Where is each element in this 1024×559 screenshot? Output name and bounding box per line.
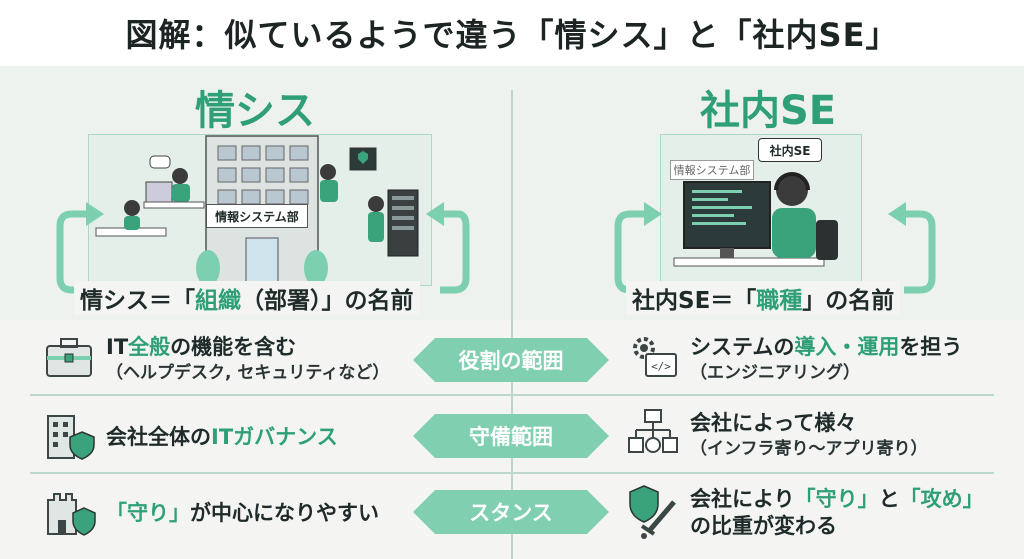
row2-right-main: 会社によって様々 — [690, 411, 857, 435]
row3-label: スタンス — [469, 501, 553, 525]
right-caption: 社内SE＝「職種」の名前 — [626, 281, 901, 315]
right-caption-post: 」の名前 — [802, 288, 895, 314]
left-caption-em: 組織 — [195, 288, 241, 314]
left-cycle-arrow — [56, 202, 470, 294]
right-caption-pre: 社内SE＝「 — [632, 288, 757, 314]
row3-right-text: 会社により「守り」と「攻め」 の比重が変わる — [690, 486, 984, 540]
row2-left-pre: 会社全体の — [106, 425, 211, 449]
network-tree-icon — [628, 409, 678, 453]
row3-right-sub: の比重が変わる — [690, 514, 837, 538]
dept-plate: 情報システム部 — [206, 204, 308, 228]
row3-right-mid: と — [878, 487, 900, 511]
row2-right-text: 会社によって様々 （インフラ寄り〜アプリ寄り） — [690, 410, 928, 461]
left-caption-pre: 情シス＝「 — [80, 288, 195, 314]
pill-bg — [413, 338, 609, 382]
toolbox-icon — [46, 338, 92, 377]
right-cycle-arrow — [614, 202, 936, 294]
row1-right-em: 導入・運用 — [794, 335, 900, 359]
row1-left-em: 全般 — [128, 335, 171, 359]
right-caption-em: 職種 — [756, 288, 803, 314]
left-caption: 情シス＝「組織（部署）」の名前 — [74, 281, 420, 315]
dept-label: 情報システム部 — [670, 160, 754, 180]
left-caption-post: （部署）」の名前 — [241, 288, 414, 314]
row2-right-sub: （インフラ寄り〜アプリ寄り） — [690, 439, 928, 459]
row3-left-post: が中心になりやすい — [190, 501, 379, 525]
right-heading: 社内SE — [700, 88, 837, 134]
row-divider — [30, 394, 994, 396]
row1-right-pre: システムの — [690, 335, 795, 359]
gear-code-icon: </> — [633, 337, 677, 377]
right-engineer-illustration — [673, 172, 838, 267]
row3-right-pre: 会社により — [690, 487, 795, 511]
castle-shield-icon — [47, 493, 96, 536]
row3-left-em: 「守り」 — [106, 501, 190, 525]
shield-sword-icon — [629, 485, 676, 539]
row3-left-text: 「守り」が中心になりやすい — [106, 500, 379, 527]
row1-right-post: を担う — [899, 335, 963, 359]
row2-left-em: ITガバナンス — [211, 425, 338, 449]
row3-right-em2: 「攻め」 — [899, 487, 984, 511]
pill-bg — [413, 490, 609, 534]
page-title: 図解：似ているようで違う「情シス」と「社内SE」 — [0, 0, 1024, 66]
row1-left-text: IT全般の機能を含む （ヘルプデスク, セキュリティなど） — [106, 334, 389, 385]
row2-left-text: 会社全体のITガバナンス — [106, 424, 338, 451]
row2-label: 守備範囲 — [469, 425, 553, 449]
row1-right-text: システムの導入・運用を担う （エンジニアリング） — [690, 334, 962, 385]
center-divider — [511, 90, 513, 559]
role-badge: 社内SE — [758, 138, 822, 162]
svg-text:</>: </> — [651, 360, 671, 373]
row1-left-post: の機能を含む — [170, 335, 297, 359]
left-heading: 情シス — [195, 88, 315, 134]
row1-right-sub: （エンジニアリング） — [690, 363, 860, 383]
row3-right-em1: 「守り」 — [794, 487, 879, 511]
row1-left-pre: IT — [106, 335, 129, 359]
building-shield-icon — [47, 415, 95, 460]
row1-label: 役割の範囲 — [458, 349, 564, 373]
pill-bg — [413, 414, 609, 458]
row-divider — [30, 472, 994, 474]
row1-left-sub: （ヘルプデスク, セキュリティなど） — [106, 363, 390, 383]
